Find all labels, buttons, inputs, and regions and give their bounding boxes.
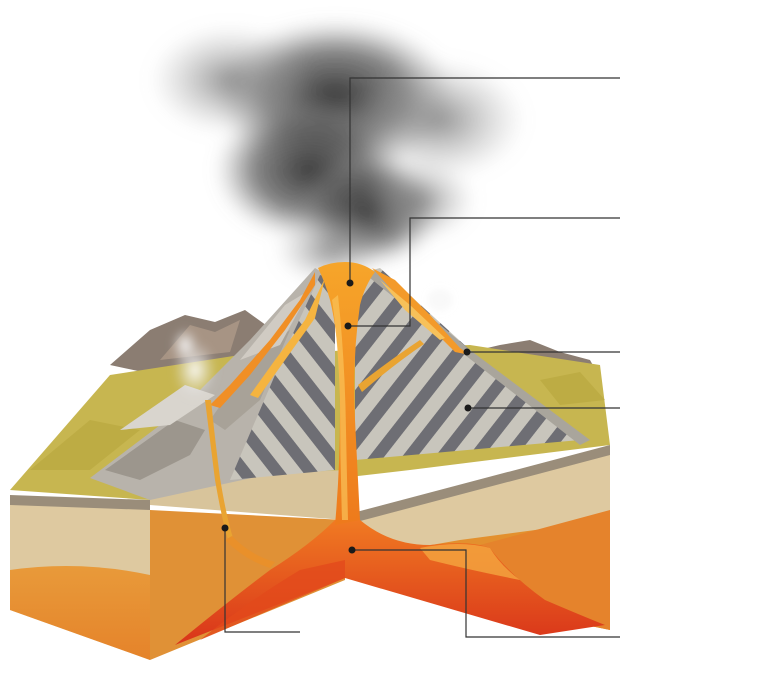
left-lava-streaks: [210, 272, 325, 408]
left-crust-block: [10, 495, 150, 660]
callout-dot-main-conduit: [344, 322, 352, 330]
callout-dots: [221, 279, 472, 554]
leader-lines: [224, 77, 620, 638]
callout-dot-magma-chamber: [348, 546, 356, 554]
ash-plume: [150, 20, 525, 285]
callout-dot-strata: [464, 404, 472, 412]
secondary-conduits: [205, 340, 424, 568]
leader-line-vent: [349, 77, 620, 283]
main-conduit-body: [318, 262, 375, 525]
callout-dot-lava-flow: [463, 348, 471, 356]
leader-line-side-vent-conduit: [224, 528, 300, 633]
leader-line-magma-chamber: [352, 549, 620, 638]
side-vent-steam: [171, 288, 454, 400]
magma-chamber-body: [175, 520, 605, 645]
leader-line-main-conduit: [348, 217, 620, 327]
callout-dot-vent: [346, 279, 354, 287]
surface-lava-flow-shape: [372, 268, 470, 355]
callout-dot-side-vent-conduit: [221, 524, 229, 532]
